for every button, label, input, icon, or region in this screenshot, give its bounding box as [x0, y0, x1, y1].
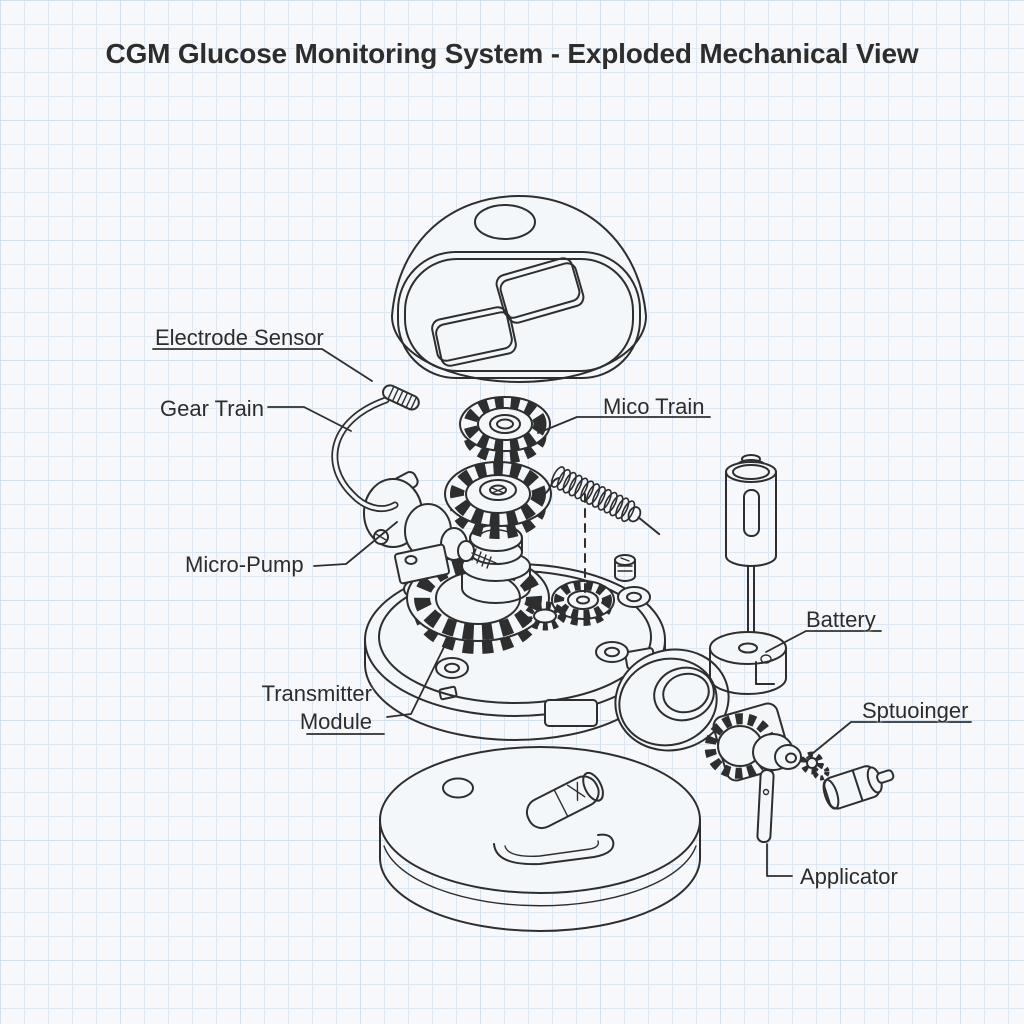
battery-puck: [709, 631, 787, 695]
bottom-disc: [379, 746, 701, 932]
grommet-ring: [614, 648, 730, 752]
diagram-title: CGM Glucose Monitoring System - Exploded…: [105, 38, 919, 69]
plate-small-gear: [551, 580, 615, 626]
plate-tiny-gear: [524, 601, 566, 631]
leader-applicator: [766, 843, 793, 877]
label-micro-pump: Micro-Pump: [185, 552, 304, 577]
leader-electrode-sensor: [152, 348, 373, 382]
plunger-assembly: [704, 702, 895, 810]
leader-gear-train: [267, 406, 352, 432]
label-mico-train: Mico Train: [603, 394, 705, 419]
gear-train-upper-gear: [459, 396, 551, 464]
plate-front-tab: [544, 699, 598, 727]
label-battery: Battery: [806, 607, 876, 632]
coil-spring: [538, 466, 661, 536]
screw-post: [614, 554, 636, 582]
label-transmitter-module: Transmitter Module: [230, 680, 372, 736]
dome-top-window: [474, 204, 536, 240]
label-transmitter-line1: Transmitter: [261, 681, 372, 706]
micro-pump: [363, 471, 497, 585]
leader-lines: [152, 348, 972, 877]
battery-rod: [747, 565, 755, 635]
small-motor: [822, 765, 895, 810]
dome-cover: [391, 195, 647, 383]
adhesive-pads: [431, 257, 585, 367]
disc-battery-cell: [525, 771, 604, 830]
disc-hole: [442, 777, 474, 799]
disc-curved-slot: [493, 833, 615, 866]
battery-slot: [743, 489, 760, 537]
pump-bracket: [393, 543, 451, 585]
leader-mico-train: [537, 416, 711, 434]
label-gear-train: Gear Train: [160, 396, 264, 421]
leader-sptuoinger: [806, 721, 972, 759]
applicator-rod: [756, 769, 775, 844]
label-transmitter-line2: Module: [299, 709, 372, 734]
battery-assembly: [709, 454, 787, 695]
label-applicator: Applicator: [800, 864, 898, 889]
leader-transmitter-module: [386, 642, 447, 718]
leader-battery: [765, 630, 882, 653]
electrode-sensor-wire: [331, 384, 420, 512]
sensor-ribbed-tip: [382, 384, 420, 411]
leader-micro-pump: [313, 521, 398, 567]
gear-train-lower-gear: [444, 461, 552, 539]
label-electrode-sensor: Electrode Sensor: [155, 325, 324, 350]
label-sptuoinger: Sptuoinger: [862, 698, 969, 723]
